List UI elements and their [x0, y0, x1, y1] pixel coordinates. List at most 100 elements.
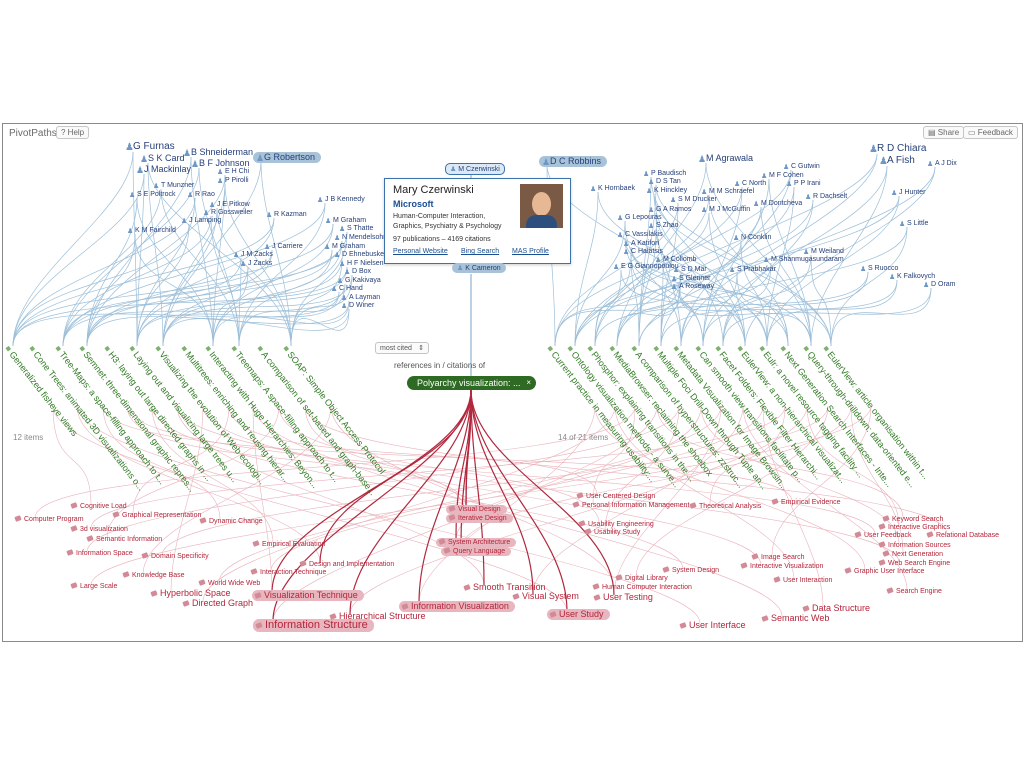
keyword-node[interactable]: Visual System	[512, 592, 579, 601]
author-node[interactable]: ♟N Mendelsohn	[334, 234, 387, 242]
keyword-node[interactable]: Next Generation	[882, 550, 943, 558]
close-icon[interactable]: ×	[526, 378, 531, 387]
author-node[interactable]: ♟B F Johnson	[191, 159, 250, 169]
keyword-node[interactable]: Hierarchical Structure	[329, 612, 426, 621]
mas-profile-link[interactable]: MAS Profile	[512, 248, 549, 255]
keyword-node[interactable]: Empirical Evidence	[771, 498, 841, 506]
author-node[interactable]: ♟M M Schraefel	[701, 188, 754, 196]
keyword-node[interactable]: Graphic User Interface	[844, 567, 924, 575]
sort-select[interactable]: most cited⇕	[375, 342, 429, 354]
author-node[interactable]: ♟D S Tan	[648, 178, 681, 186]
author-node[interactable]: ♟M Shanmugasundaram	[763, 256, 844, 264]
author-node[interactable]: ♟K Hornbaek	[590, 185, 635, 193]
author-node[interactable]: ♟J Carriere	[264, 243, 303, 251]
author-node[interactable]: ♟M Agrawala	[698, 154, 753, 164]
author-node[interactable]: ♟P P Irani	[786, 180, 821, 188]
keyword-node[interactable]: User Centered Design	[576, 492, 655, 500]
keyword-node[interactable]: Directed Graph	[182, 599, 253, 608]
keyword-node[interactable]: System Design	[662, 566, 719, 574]
keyword-node[interactable]: User Study	[547, 609, 610, 620]
author-node[interactable]: ♟J Mackinlay	[136, 165, 191, 175]
keyword-node[interactable]: Hyperbolic Space	[150, 589, 231, 598]
author-node[interactable]: ♟G Kakivaya	[337, 277, 381, 285]
author-node[interactable]: ♟S Thatte	[339, 225, 373, 233]
author-node[interactable]: ♟S Prabhakar	[729, 266, 776, 274]
author-node[interactable]: ♟S Ruocco	[860, 265, 898, 273]
bing-search-link[interactable]: Bing Search	[461, 248, 500, 255]
keyword-node[interactable]: Interaction Technique	[250, 568, 326, 576]
author-node[interactable]: ♟R Dachselt	[805, 193, 847, 201]
keyword-node[interactable]: Semantic Information	[86, 535, 162, 543]
keyword-node[interactable]: User Interaction	[773, 576, 832, 584]
author-node[interactable]: ♟C Gutwin	[783, 163, 820, 171]
author-node[interactable]: ♟J Lamping	[181, 217, 221, 225]
author-node[interactable]: ♟A Fish	[879, 156, 915, 167]
author-node[interactable]: ♟R D Chiara	[869, 144, 926, 155]
keyword-node[interactable]: 3d visualization	[70, 525, 128, 533]
author-chip-k-cameron[interactable]: ♟ K Cameron	[452, 263, 506, 273]
author-node[interactable]: ♟M J McGuffin	[701, 206, 750, 214]
keyword-node[interactable]: World Wide Web	[198, 579, 260, 587]
keyword-node[interactable]: Data Structure	[802, 604, 870, 613]
share-button[interactable]: ▤ Share	[923, 126, 965, 139]
author-node[interactable]: ♟J Zacks	[240, 260, 272, 268]
keyword-node[interactable]: Information Visualization	[399, 601, 515, 612]
author-node[interactable]: ♟D Winer	[341, 302, 374, 310]
author-node[interactable]: ♟E H Chi	[217, 168, 249, 176]
keyword-node[interactable]: Visual Design	[446, 505, 507, 514]
keyword-node[interactable]: Design and Implementation	[299, 560, 394, 568]
author-node[interactable]: ♟R Rao	[187, 191, 215, 199]
author-node[interactable]: ♟R Gossweiler	[203, 209, 253, 217]
keyword-node[interactable]: Iterative Design	[446, 514, 513, 523]
author-node[interactable]: ♟C Halatsis	[623, 248, 663, 256]
author-node[interactable]: ♟A Katifori	[623, 240, 659, 248]
author-node[interactable]: ♟G A Ramos	[648, 206, 691, 214]
author-node[interactable]: ♟K M Fairchild	[127, 227, 176, 235]
keyword-node[interactable]: Visualization Technique	[252, 590, 364, 601]
author-node[interactable]: ♟M Graham	[325, 217, 366, 225]
keyword-node[interactable]: Keyword Search	[882, 515, 943, 523]
author-node[interactable]: ♟M Collomb	[655, 256, 696, 264]
keyword-node[interactable]: Information Sources	[878, 541, 951, 549]
feedback-button[interactable]: ▭ Feedback	[963, 126, 1018, 139]
author-node[interactable]: ♟S Little	[899, 220, 928, 228]
author-node[interactable]: ♟K Hinckley	[646, 187, 687, 195]
keyword-node[interactable]: Knowledge Base	[122, 571, 185, 579]
author-node[interactable]: ♟N Conklin	[733, 234, 771, 242]
author-node[interactable]: ♟S D Mar	[673, 266, 707, 274]
keyword-node[interactable]: Theoretical Analysis	[689, 502, 761, 510]
keyword-node[interactable]: Search Engine	[886, 587, 942, 595]
keyword-node[interactable]: Interactive Visualization	[740, 562, 823, 570]
author-node[interactable]: ♟H F Nielsen	[339, 260, 384, 268]
author-node[interactable]: ♟R Kazman	[266, 211, 307, 219]
keyword-node[interactable]: Web Search Engine	[878, 559, 950, 567]
focus-paper-chip[interactable]: Polyarchy visualization: ...×	[407, 376, 536, 390]
selected-author-chip[interactable]: ♟ M Czerwinski	[445, 163, 505, 175]
keyword-node[interactable]: Relational Database	[926, 531, 999, 539]
author-node[interactable]: ♟S K Card	[140, 154, 185, 164]
author-node[interactable]: ♟K Falkovych	[889, 273, 935, 281]
keyword-node[interactable]: Image Search	[751, 553, 805, 561]
author-node[interactable]: ♟S M Drucker	[670, 196, 717, 204]
author-node[interactable]: ♟A Roseway	[671, 283, 714, 291]
author-node[interactable]: ♟J E Pitkow	[209, 201, 250, 209]
keyword-node[interactable]: Domain Specificity	[141, 552, 209, 560]
keyword-node[interactable]: Interactive Graphics	[878, 523, 950, 531]
keyword-node[interactable]: Cognitive Load	[70, 502, 127, 510]
keyword-node[interactable]: Computer Program	[14, 515, 84, 523]
author-node[interactable]: ♟J Hunter	[891, 189, 925, 197]
author-node[interactable]: ♟D Oram	[923, 281, 956, 289]
keyword-node[interactable]: Usability Engineering	[578, 520, 654, 528]
author-node[interactable]: ♟G Furnas	[125, 142, 175, 153]
keyword-node[interactable]: Personal Information Management	[572, 501, 689, 509]
author-node[interactable]: ♟A J Dix	[927, 160, 957, 168]
keyword-node[interactable]: Information Structure	[253, 619, 374, 632]
author-node[interactable]: ♟D Box	[344, 268, 371, 276]
author-node[interactable]: ♟C Hand	[331, 285, 363, 293]
help-button[interactable]: ? Help	[56, 126, 90, 139]
keyword-node[interactable]: Empirical Evaluation	[252, 540, 325, 548]
keyword-node[interactable]: User Testing	[593, 593, 653, 602]
author-node[interactable]: ♟M F Cohen	[761, 172, 804, 180]
keyword-node[interactable]: Usability Study	[584, 528, 640, 536]
author-node[interactable]: ♟P Baudisch	[643, 170, 686, 178]
